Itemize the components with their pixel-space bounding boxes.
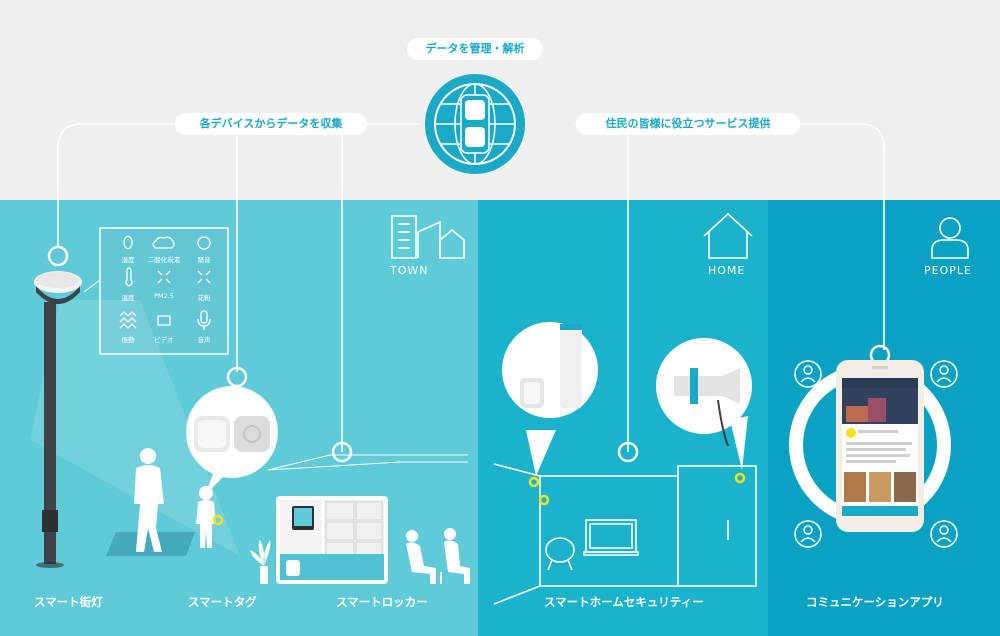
connector-app: [575, 123, 885, 350]
sensor-panel: [99, 227, 229, 355]
voice-icon: [197, 310, 211, 330]
pollen-icon: [197, 270, 211, 284]
globe-icon: [425, 74, 525, 174]
sensor-label-video: ビデオ: [154, 336, 174, 344]
door-sensor-indicator: [528, 476, 540, 488]
user-bubbles: [794, 360, 958, 548]
canopy-lines: [267, 454, 468, 471]
camera-indicator: [734, 472, 746, 484]
node-streetlight: [47, 245, 69, 267]
provide-service-label: 住民の皆様に役立つサービス提供: [576, 113, 800, 135]
sensor-label-noise: 騒音: [197, 256, 211, 264]
door-sensor-bubble: [502, 322, 598, 476]
camera-bubble: [656, 338, 752, 470]
smartphone-device: [836, 360, 924, 532]
temperature-icon: [125, 267, 133, 287]
user-bubble-top-right: [930, 360, 958, 388]
streetlight-label: スマート街灯: [34, 595, 103, 609]
tag-bubble: [186, 386, 278, 494]
sensor-label-temperature: 温度: [121, 294, 135, 302]
sensor-label-humidity: 湿度: [121, 256, 135, 264]
sensor-label-pollen: 花粉: [197, 294, 211, 302]
sensor-label-vibration: 振動: [121, 336, 135, 344]
humidity-icon: [123, 235, 133, 250]
video-icon: [157, 315, 171, 326]
people-label: PEOPLE: [924, 264, 972, 277]
manage-analyze-label: データを管理・解析: [407, 38, 543, 60]
user-bubble-bottom-left: [794, 520, 822, 548]
home-icon: [703, 212, 753, 259]
room-outline: [493, 463, 757, 605]
community-app-label: コミュニケーションアプリ: [806, 595, 944, 609]
collect-data-label: 各デバイスからデータを収集: [175, 113, 367, 135]
home-security-label: スマートホームセキュリティー: [544, 595, 704, 609]
connector-streetlight: [57, 123, 420, 246]
node-tag: [226, 366, 248, 388]
tag-indicator: [212, 514, 224, 526]
pm25-icon: [157, 270, 171, 284]
locker-device: [276, 496, 388, 584]
adult-silhouette: [134, 448, 164, 552]
town-icon: [391, 215, 465, 259]
vibration-icon: [119, 311, 137, 329]
locker-label: スマートロッカー: [336, 595, 428, 609]
light-cone: [30, 300, 240, 556]
plant-silhouette: [250, 540, 271, 584]
streetlight-device: [34, 271, 82, 568]
user-bubble-bottom-right: [930, 520, 958, 548]
home-sensor-indicators: [528, 472, 746, 506]
co2-icon: [152, 236, 175, 249]
sensor-label-voice: 音声: [197, 336, 211, 344]
window-sensor-indicator: [538, 494, 550, 506]
user-bubble-top-left: [794, 360, 822, 388]
people-icon: [931, 217, 969, 259]
tag-label: スマートタグ: [188, 595, 257, 609]
node-home: [617, 441, 639, 463]
sitting-people: [406, 528, 470, 584]
light-floor: [106, 532, 195, 556]
sensor-label-pm25: PM2.5: [154, 292, 174, 300]
node-locker: [331, 441, 353, 463]
connector-lines: [57, 123, 885, 452]
home-label: HOME: [708, 264, 746, 277]
sensor-label-co2: 二酸化炭素: [147, 256, 181, 264]
town-label: TOWN: [390, 264, 429, 277]
noise-icon: [197, 236, 211, 250]
sensor-panel-pointer: [83, 279, 101, 293]
